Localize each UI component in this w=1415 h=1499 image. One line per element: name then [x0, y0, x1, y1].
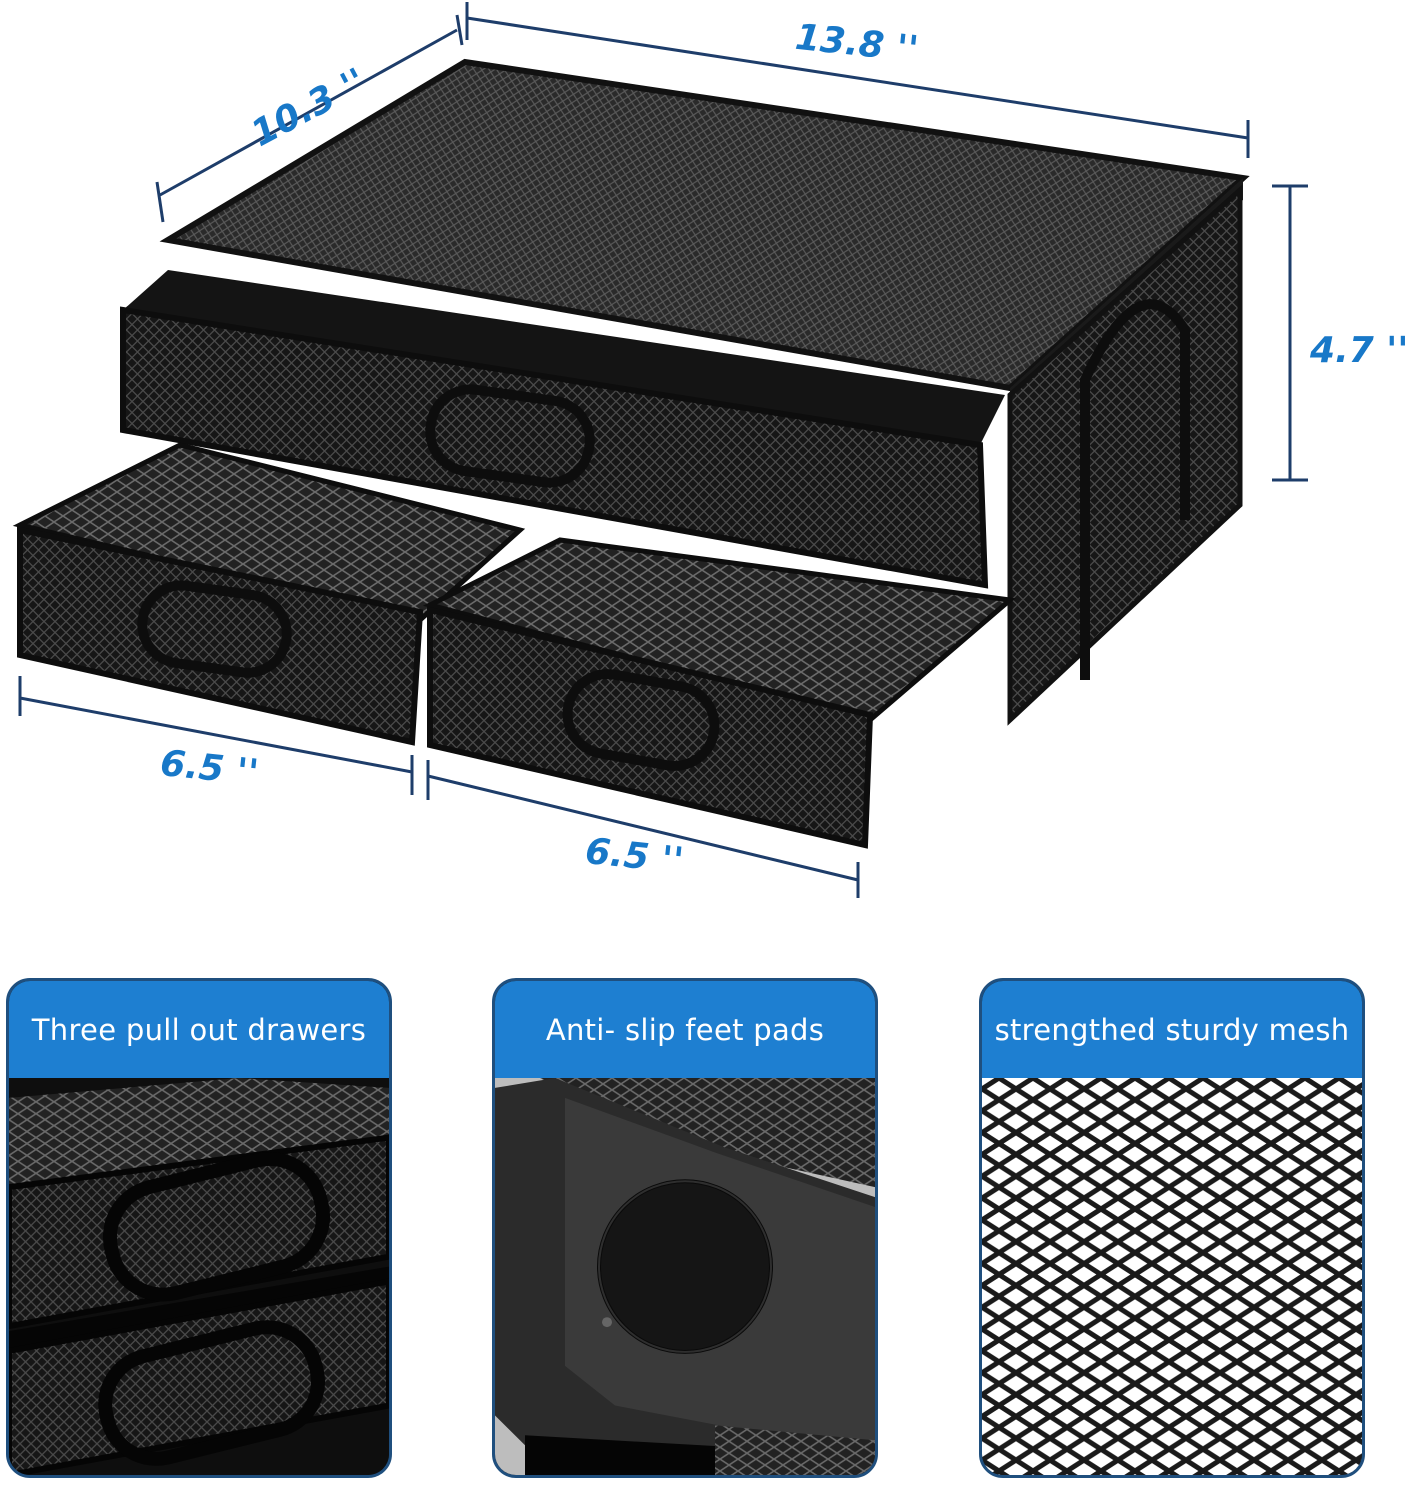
upper-drawer	[120, 270, 1005, 589]
feet-pad-closeup-image	[495, 1078, 875, 1475]
width-label: 13.8 ''	[793, 17, 920, 71]
panel-title: Three pull out drawers	[31, 1012, 367, 1047]
dimension-lines	[18, 2, 1308, 898]
panel-title: Anti- slip feet pads	[545, 1012, 825, 1047]
feature-panel-drawers: Three pull out drawers	[6, 978, 392, 1478]
panel-header: Anti- slip feet pads	[495, 981, 875, 1078]
product-illustration: 10.3 '' 13.8 '' 4.7 '' 6.5 '' 6.5 ''	[12, 2, 1408, 898]
lower-left-drawer	[12, 442, 526, 746]
panel-header: Three pull out drawers	[9, 981, 389, 1078]
mesh-closeup-image	[982, 1078, 1362, 1475]
right-drawer-width-label: 6.5 ''	[583, 831, 685, 882]
feature-panel-feet-pads: Anti- slip feet pads	[492, 978, 878, 1478]
height-label: 4.7 ''	[1309, 330, 1408, 371]
left-drawer-width-label: 6.5 ''	[158, 743, 260, 794]
drawers-closeup-image	[9, 1078, 389, 1475]
feature-panel-mesh: strengthed sturdy mesh	[979, 978, 1365, 1478]
panel-title: strengthed sturdy mesh	[994, 1012, 1350, 1047]
side-panel	[1007, 184, 1243, 726]
lower-right-drawer	[422, 537, 1016, 849]
panel-header: strengthed sturdy mesh	[982, 981, 1362, 1078]
